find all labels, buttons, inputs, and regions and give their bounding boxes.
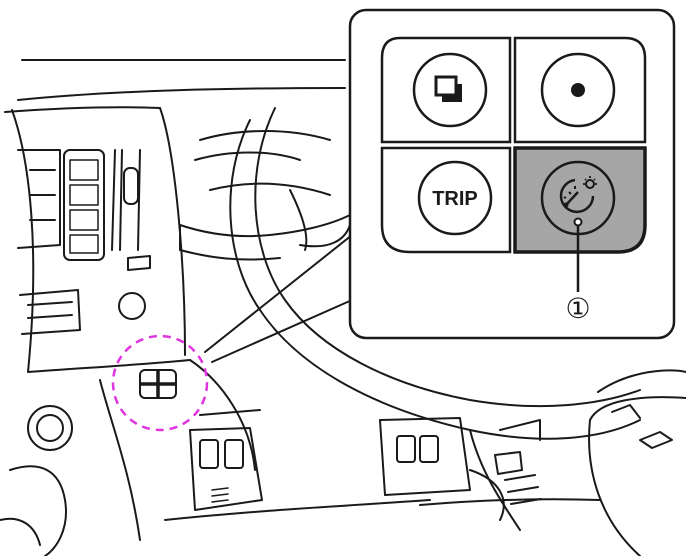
highlight-circle	[111, 334, 209, 432]
dashboard-line-art	[0, 59, 686, 556]
button-trip[interactable]: TRIP	[380, 146, 512, 254]
button-top-left[interactable]	[380, 36, 512, 144]
target-switch	[139, 369, 177, 399]
trip-label: TRIP	[432, 188, 478, 210]
overlapping-squares-icon	[434, 75, 462, 102]
callout-1: ①	[565, 217, 591, 325]
callout-label: ①	[565, 292, 590, 325]
inset-panel: TRIP ①	[348, 8, 676, 340]
filled-dot-icon	[571, 83, 585, 97]
instrument-brightness-icon	[559, 176, 597, 214]
leader-lines	[204, 234, 353, 363]
button-instrument-brightness[interactable]	[513, 146, 647, 254]
button-top-right[interactable]	[513, 36, 647, 144]
